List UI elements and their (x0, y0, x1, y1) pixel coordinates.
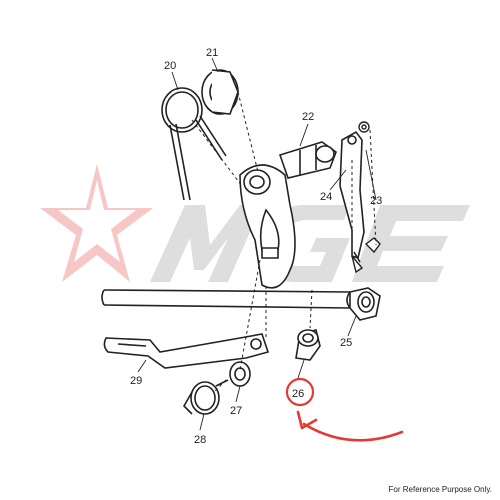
part-number-22: 22 (302, 111, 314, 123)
watermark-letters (150, 205, 470, 282)
part-27-washer (229, 361, 251, 387)
part-number-28: 28 (194, 434, 206, 446)
part-number-labels: 20 21 22 23 24 25 26 27 28 29 (130, 47, 382, 446)
part-number-24: 24 (320, 191, 332, 203)
part-28-torsion-spring (183, 379, 229, 415)
lay-shaft (101, 289, 351, 309)
part-number-27: 27 (230, 405, 242, 417)
highlight-arrow-icon (302, 422, 404, 442)
part-23-pivot-pin (351, 121, 381, 274)
highlight-circle (285, 377, 315, 407)
part-number-29: 29 (130, 375, 142, 387)
part-20-return-spring (161, 87, 227, 201)
part-25-shaft-end-bush (349, 287, 381, 321)
part-26-bush-ring (295, 329, 321, 361)
assembly-guide-lines (191, 91, 377, 393)
part-number-20: 20 (164, 60, 176, 72)
part-number-26: 26 (292, 388, 304, 400)
part-number-23: 23 (370, 195, 382, 207)
reference-disclaimer: For Reference Purpose Only. (388, 485, 492, 494)
leader-lines (137, 57, 377, 431)
part-29-plunger-lever (103, 333, 270, 369)
part-22-selector-plate (239, 141, 337, 289)
part-21-bush (201, 69, 239, 115)
watermark-star-icon (40, 164, 153, 282)
part-number-21: 21 (206, 47, 218, 59)
part-number-25: 25 (340, 337, 352, 349)
part-24-pawl-arm (339, 130, 365, 263)
highlight-marker (285, 377, 404, 442)
